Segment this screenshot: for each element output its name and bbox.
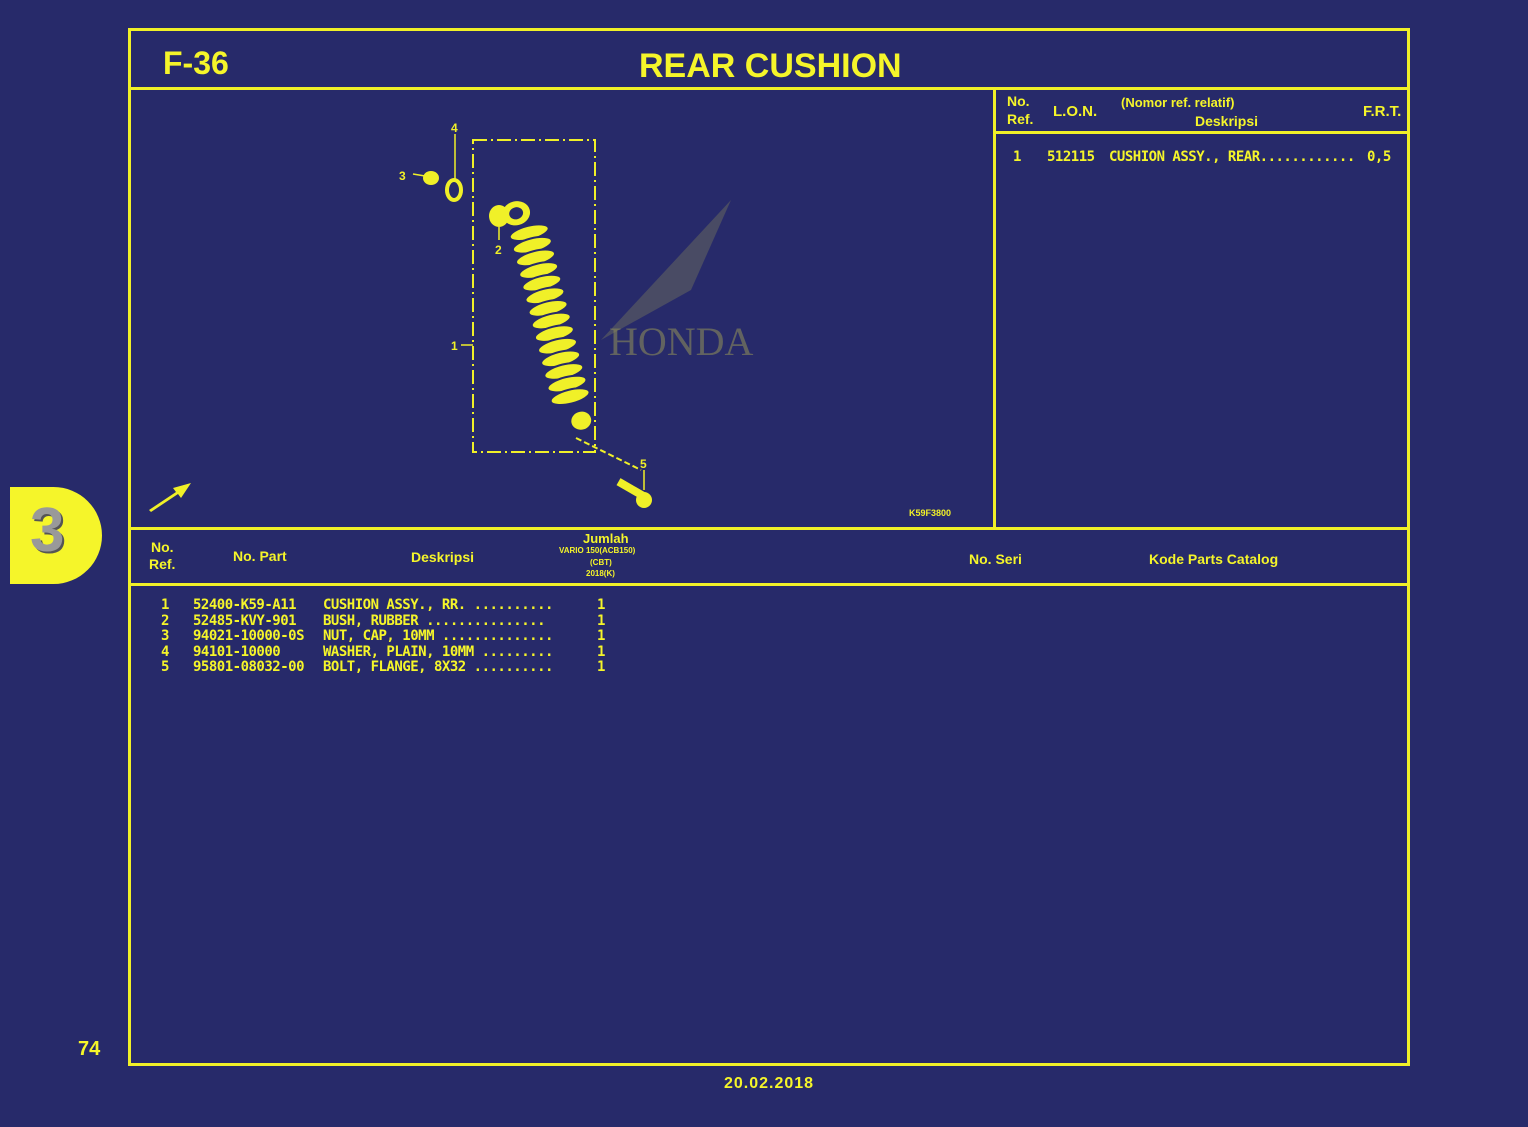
section-tab: 3 [10,487,102,584]
header-catalog: Kode Parts Catalog [1149,551,1279,567]
header-qty-model: VARIO 150(ACB150) [559,546,636,555]
front-arrow [149,483,191,512]
header-desc: Deskripsi [1195,113,1259,129]
divider [131,583,1407,586]
part-qty: 1 [597,612,605,629]
header-qty-type: (CBT) [590,558,612,567]
header-lon: L.O.N. [1053,103,1098,120]
page-code: F-36 [163,45,229,81]
header-qty: Jumlah [583,531,629,546]
page-frame: F-36 REAR CUSHION No. Ref. L.O.N. (Nomor… [128,28,1410,1066]
part-desc: WASHER, PLAIN, 10MM ......... [323,643,553,660]
part-qty: 1 [597,597,605,613]
part-number: 94101-10000 [193,643,281,660]
divider [993,87,996,529]
part-qty: 1 [597,628,605,644]
page-title: REAR CUSHION [639,47,902,85]
figure-id: K59F3800 [909,508,951,518]
part-ref: 5 [161,659,169,675]
part-ref: 1 [161,597,169,613]
part-number: 95801-08032-00 [193,659,305,675]
part-number: 52400-K59-A11 [193,597,297,613]
assembly-box [472,139,596,453]
date: 20.02.2018 [724,1075,815,1092]
header-serial: No. Seri [969,551,1022,567]
header-no-ref: Ref. [1007,111,1034,127]
part-ref: 3 [161,628,169,644]
shock-absorber-drawing [502,201,592,430]
lon-frt: 0,5 [1367,149,1391,165]
rubber-bush [489,205,509,227]
callout-4: 4 [451,121,458,135]
part-desc: BOLT, FLANGE, 8X32 .......... [323,659,553,675]
honda-watermark: HONDA [609,319,754,364]
part-number: 94021-10000-0S [193,628,305,644]
callout-5: 5 [640,457,647,471]
divider [131,87,1407,90]
page-number: 74 [78,1038,101,1060]
part-ref: 2 [161,612,169,629]
part-qty: 1 [597,643,605,660]
part-ref: 4 [161,643,169,660]
cap-nut [423,171,439,185]
divider [131,527,1407,530]
honda-wing-watermark [601,200,731,340]
header-part: No. Part [233,548,287,564]
callout-2: 2 [495,243,502,257]
header-no-ref: Ref. [149,556,176,572]
header-desc: (Nomor ref. relatif) [1121,95,1235,110]
flange-bolt [616,478,645,500]
header-frt: F.R.T. [1363,103,1402,120]
washer [445,178,463,202]
part-desc: BUSH, RUBBER ............... [323,612,546,629]
header-desc: Deskripsi [411,549,475,565]
callout-3: 3 [399,169,406,183]
part-number: 52485-KVY-901 [193,612,297,629]
exploded-diagram: HONDA 3 4 2 1 5 K59F3800 [149,121,951,518]
header-no-ref: No. [1007,93,1030,109]
lon-code: 512115 [1047,149,1095,165]
small-parts [149,171,652,512]
header-qty-year: 2018(K) [586,569,615,578]
leader-lines [412,134,645,490]
divider [996,131,1407,134]
lon-desc: CUSHION ASSY., REAR............ [1109,149,1355,165]
section-number: 3 [30,496,65,565]
lon-ref: 1 [1013,149,1021,165]
part-qty: 1 [597,659,605,675]
part-desc: CUSHION ASSY., RR. .......... [323,597,553,613]
header-no-ref: No. [151,539,174,555]
callout-1: 1 [451,339,458,353]
part-desc: NUT, CAP, 10MM .............. [323,628,553,644]
